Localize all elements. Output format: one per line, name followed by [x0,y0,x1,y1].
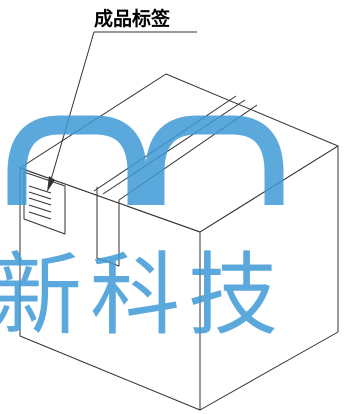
box-front-face [19,167,201,411]
label-line-3 [28,197,52,206]
label-line-5 [28,211,52,220]
label-line-4 [28,204,52,213]
tape-front [96,187,120,267]
label-line-2 [28,191,52,200]
callout-label: 成品标签 [94,8,171,30]
box-top-face [19,73,339,233]
box-right-face [199,145,339,411]
tape-edge-1 [93,95,237,192]
tape-edge-2 [102,99,246,195]
callout-leader [49,31,95,184]
tape-edge-3 [118,104,258,201]
